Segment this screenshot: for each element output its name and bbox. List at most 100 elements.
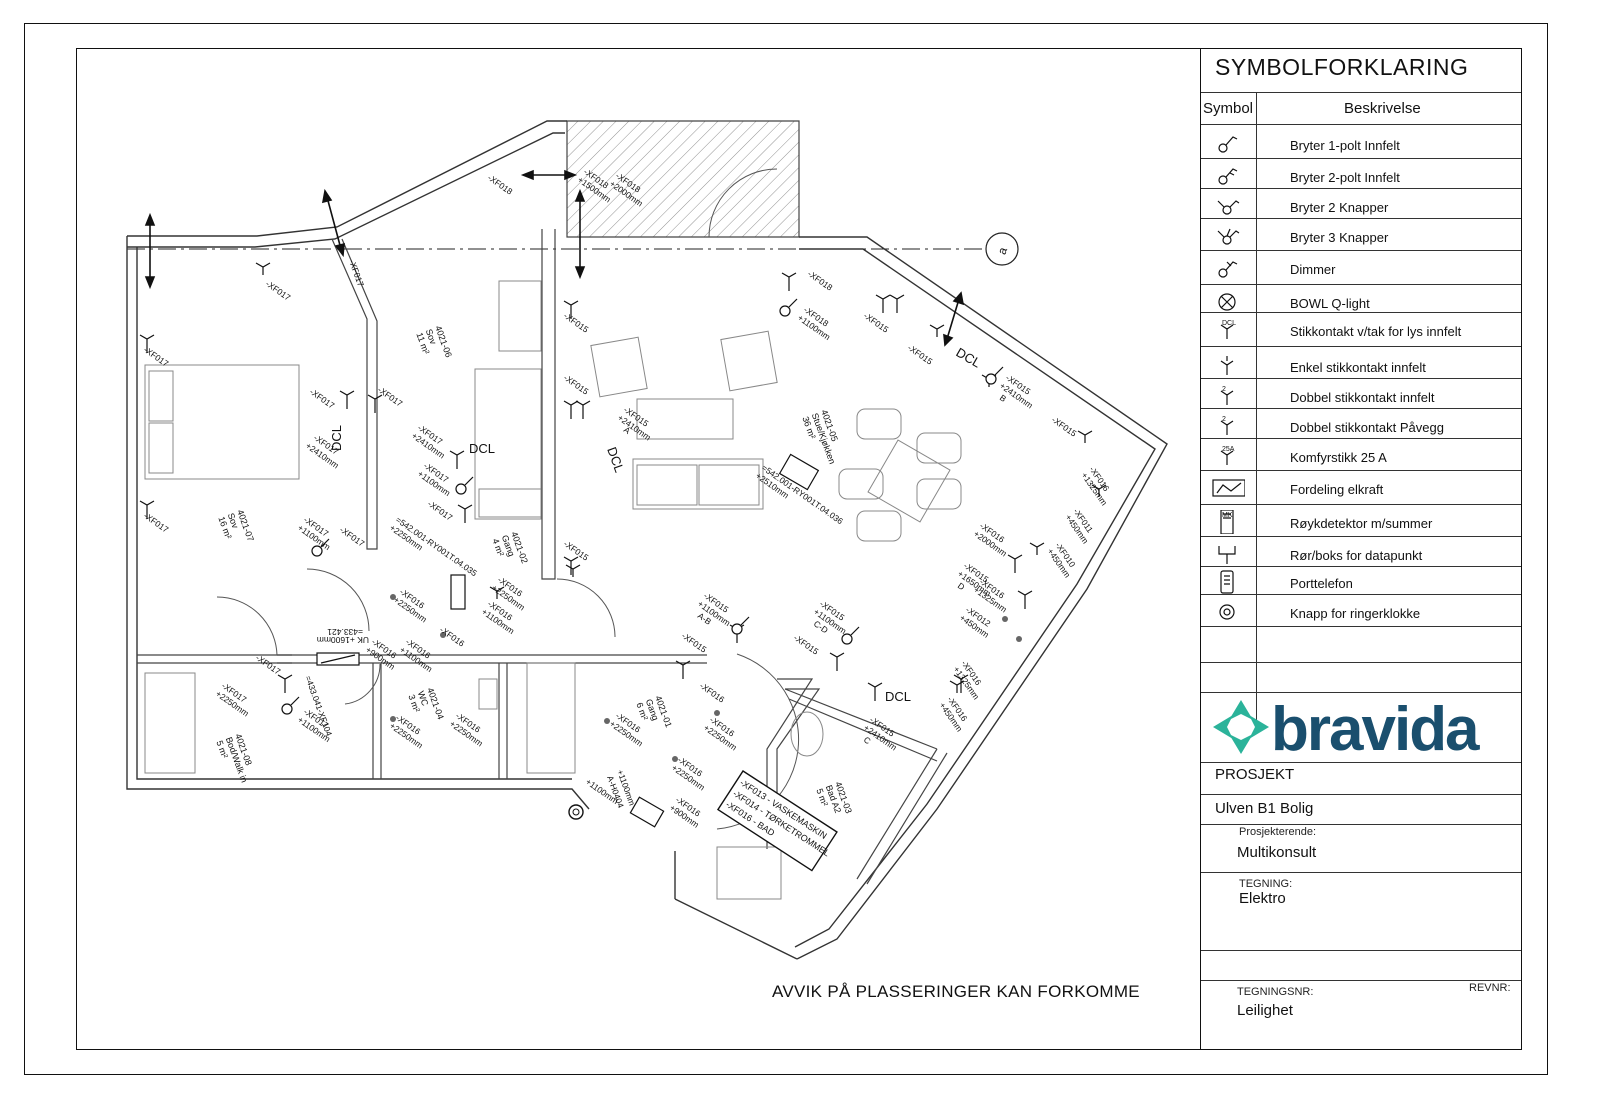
project-label: PROSJEKT xyxy=(1215,766,1295,783)
legend-item-label: Bryter 2 Knapper xyxy=(1290,200,1389,215)
xf015-side-b: B xyxy=(998,392,1009,404)
legend-item-label: Røykdetektor m/summer xyxy=(1290,516,1433,531)
double-socket-surface-icon: 2 xyxy=(1220,416,1234,435)
svg-text:2: 2 xyxy=(1222,386,1226,393)
legend-item: Bryter 2 Knapper xyxy=(1201,190,1521,220)
legend-item-label: Bryter 3 Knapper xyxy=(1290,230,1389,245)
drawing-inner-frame xyxy=(76,48,1522,1050)
legend-panel: SYMBOLFORKLARING Symbol Beskrivelse Bryt… xyxy=(1200,48,1522,1050)
xf017-label: -XF017 xyxy=(142,510,171,534)
drawing-number-label: TEGNINGSNR: xyxy=(1237,986,1314,998)
dcl-label: DCL xyxy=(469,441,495,456)
svg-text:DCL: DCL xyxy=(1222,320,1236,327)
legend-symbol-header: Symbol xyxy=(1203,100,1254,117)
uk-label: UK +1600mm xyxy=(317,635,369,645)
distribution-boards xyxy=(316,453,820,828)
svg-text:25A: 25A xyxy=(1222,446,1235,453)
xf018-label: -XF018 xyxy=(806,268,835,292)
divider xyxy=(1201,124,1521,125)
divider xyxy=(1201,692,1521,693)
bravida-mark-icon xyxy=(1213,700,1269,754)
dcl-label: DCL xyxy=(954,345,984,371)
divider xyxy=(1201,378,1521,379)
divider xyxy=(1201,284,1521,285)
legend-item-label: Enkel stikkontakt innfelt xyxy=(1290,360,1426,375)
interior-walls xyxy=(137,229,948,885)
divider xyxy=(1201,158,1521,159)
xf015-side-c: C xyxy=(862,734,873,746)
drawing-outer-frame xyxy=(24,23,1548,1075)
exterior-walls xyxy=(126,120,1168,960)
room-labels: 4021-06 Sov 11 m² 4021-07 Sov 16 m² 4021… xyxy=(214,324,853,814)
doorbell-inner-ring xyxy=(572,808,580,816)
furniture xyxy=(144,280,962,900)
divider xyxy=(1201,346,1521,347)
revision-label: REVNR: xyxy=(1469,982,1511,994)
legend-item-label: BOWL Q-light xyxy=(1290,296,1370,311)
drawing-number-value: Leilighet xyxy=(1237,1002,1293,1019)
xf018-label: -XF018 xyxy=(486,172,515,196)
legend-item: Rør/boks for datapunkt xyxy=(1201,538,1521,568)
floor-plan: a xyxy=(126,120,1168,960)
legend-item-label: Stikkontakt v/tak for lys innfelt xyxy=(1290,324,1462,339)
xf017-label: -XF017 xyxy=(347,258,366,288)
legend-item-label: Dobbel stikkontakt innfelt xyxy=(1290,390,1435,405)
divider xyxy=(1201,626,1521,627)
divider xyxy=(1201,536,1521,537)
dcl-label: DCL xyxy=(604,445,627,475)
divider xyxy=(1201,218,1521,219)
xf016-label: -XF016 xyxy=(698,680,727,704)
socket-symbols xyxy=(139,262,1107,701)
legend-item-label: Rør/boks for datapunkt xyxy=(1290,548,1423,563)
legend-item-label: Dimmer xyxy=(1290,262,1336,277)
dcl-label: DCL xyxy=(329,425,344,451)
svg-text:2: 2 xyxy=(1222,416,1226,423)
xf015-label: -XF015 xyxy=(680,630,709,654)
doorbell-button-icon xyxy=(1219,604,1235,620)
legend-item-label: Bryter 2-polt Innfelt xyxy=(1290,170,1400,185)
xf015-label: -XF015 xyxy=(792,632,821,656)
drawing-label: TEGNING: xyxy=(1239,878,1293,890)
switch-3-buttons-icon xyxy=(1217,228,1240,245)
xf015-label: -XF015 xyxy=(562,310,591,334)
xf017-label: -XF017 xyxy=(338,524,367,548)
switch-1-pole-icon xyxy=(1218,136,1238,153)
xf015-label: -XF015 xyxy=(862,310,891,334)
grid-axis-bubble xyxy=(985,232,1019,266)
board-2-label: =542.001-RY001T.04.035 xyxy=(394,514,479,578)
distribution-board-icon xyxy=(1212,479,1245,497)
single-socket-icon xyxy=(1220,356,1234,375)
legend-item: 25A Komfyrstikk 25 A xyxy=(1201,440,1521,470)
circuit-annotations: -XF017 -XF017 -XF017 -XF017 -XF017 -XF01… xyxy=(142,166,1112,829)
divider xyxy=(1201,594,1521,595)
divider xyxy=(1201,312,1521,313)
smoke-detector-icon: MK xyxy=(1220,510,1234,534)
legend-item: Bryter 2-polt Innfelt xyxy=(1201,160,1521,190)
dimmer-icon xyxy=(1218,261,1238,278)
designer-value: Multikonsult xyxy=(1237,844,1317,861)
deviation-notice: AVVIK PÅ PLASSERINGER KAN FORKOMME xyxy=(772,982,1140,1001)
divider xyxy=(1201,438,1521,439)
uk-ref-label: =433.421 xyxy=(327,627,363,637)
xf015-side-a: A xyxy=(622,424,633,436)
switch-2-pole-icon xyxy=(1218,168,1238,185)
xf015-label: -XF015 xyxy=(562,538,591,562)
bowl-light-icon xyxy=(1218,293,1236,311)
divider xyxy=(1201,188,1521,189)
legend-item-label: Dobbel stikkontakt Påvegg xyxy=(1290,420,1444,435)
legend-item: Bryter 3 Knapper xyxy=(1201,220,1521,250)
xf017-label: -XF017 xyxy=(308,386,337,410)
bravida-logo: bravida xyxy=(1213,695,1482,762)
marker-dots xyxy=(390,594,1022,762)
legend-item: BOWL Q-light xyxy=(1201,286,1521,316)
escape-arrows xyxy=(144,169,965,347)
divider xyxy=(1201,762,1521,763)
svg-text:MK: MK xyxy=(1222,512,1233,519)
legend-item: Knapp for ringerklokke xyxy=(1201,596,1521,626)
legend-item-label: Komfyrstikk 25 A xyxy=(1290,450,1387,465)
door-phone-icon xyxy=(1220,570,1234,594)
divider xyxy=(1201,92,1521,93)
legend-item: Fordeling elkraft xyxy=(1201,472,1521,502)
divider xyxy=(1201,980,1521,981)
grid-axis-label: a xyxy=(995,245,1011,256)
